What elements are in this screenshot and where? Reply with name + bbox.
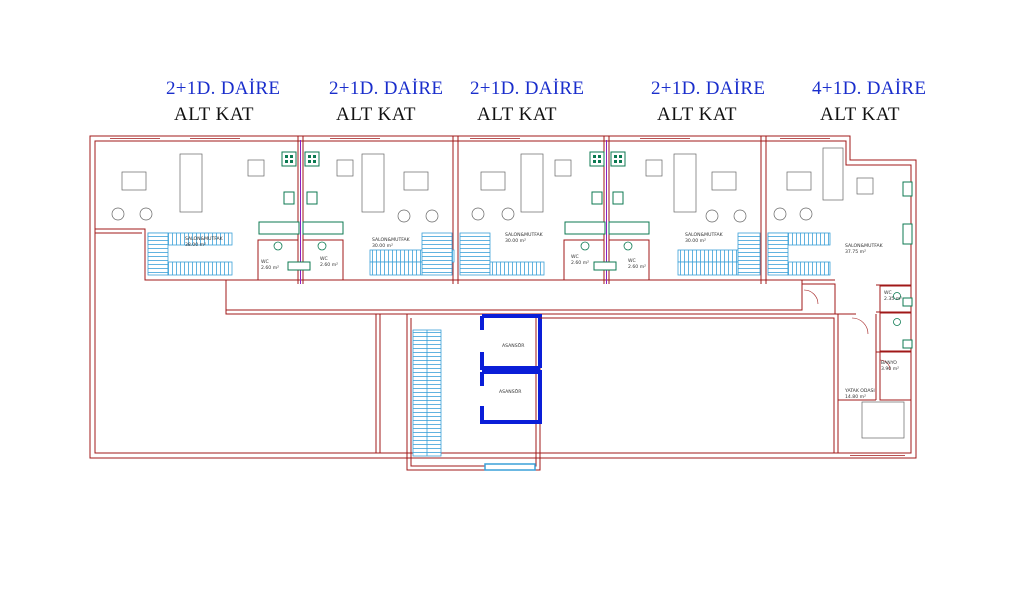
kitchen-hob-marks: [285, 155, 622, 163]
u2-wc-name: WC: [320, 256, 328, 262]
u2-living-area: 30.00 m²: [372, 243, 393, 249]
unit-partitions: [144, 136, 767, 284]
u5-bedroom-area: 14.80 m²: [845, 394, 866, 400]
unit-title-1: 2+1D. DAİRE: [166, 78, 281, 99]
wc-pods: [257, 239, 912, 352]
u5-wc-area: 2.35 m²: [884, 296, 902, 302]
u3-wc-area: 2.60 m²: [571, 260, 589, 266]
unit-title-2: 2+1D. DAİRE: [329, 78, 444, 99]
unit-title-4: 2+1D. DAİRE: [651, 78, 766, 99]
unit-stairs: [147, 232, 831, 276]
unit-floor-3: ALT KAT: [477, 104, 558, 125]
u3-wc-name: WC: [571, 254, 579, 260]
u5-wc-name: WC: [884, 290, 892, 296]
elevator-2-label: ASANSÖR: [499, 388, 522, 395]
elevator-shafts: [480, 314, 542, 424]
u5-bath-area: 3.90 m²: [881, 366, 899, 372]
furniture: [111, 147, 905, 439]
u1-living-area: 38.00 m²: [185, 242, 206, 248]
u2-wc-area: 2.60 m²: [320, 262, 338, 268]
unit-title-3: 2+1D. DAİRE: [470, 78, 585, 99]
unit-floor-2: ALT KAT: [336, 104, 417, 125]
elevator-1-label: ASANSÖR: [502, 342, 525, 349]
toilet-icons: [273, 241, 901, 326]
unit-floor-5: ALT KAT: [820, 104, 901, 125]
u4-living-area: 30.00 m²: [685, 238, 706, 244]
u1-living-name: SALON&MUTFAK: [185, 236, 224, 242]
unit-floor-4: ALT KAT: [657, 104, 738, 125]
u5-bedroom-name: YATAK ODASI: [844, 388, 875, 394]
u4-wc-area: 2.60 m²: [628, 264, 646, 270]
u3-living-name: SALON&MUTFAK: [505, 232, 544, 238]
stair-core: [406, 314, 541, 471]
u5-living-area: 37.75 m²: [845, 249, 866, 255]
u3-living-area: 30.00 m²: [505, 238, 526, 244]
outer-walls: [89, 135, 917, 459]
u4-living-name: SALON&MUTFAK: [685, 232, 724, 238]
u1-wc-name: WC: [261, 259, 269, 265]
unit-title-5: 4+1D. DAİRE: [812, 78, 927, 99]
u5-living-name: SALON&MUTFAK: [845, 243, 884, 249]
lower-right-walls: [540, 284, 911, 456]
u2-living-name: SALON&MUTFAK: [372, 237, 411, 243]
lower-left-room: [225, 310, 381, 453]
unit-floor-1: ALT KAT: [174, 104, 255, 125]
door-swings: [803, 289, 891, 371]
u5-bath-name: BANYO: [881, 360, 897, 366]
u4-wc-name: WC: [628, 258, 636, 264]
u1-wc-area: 2.60 m²: [261, 265, 279, 271]
